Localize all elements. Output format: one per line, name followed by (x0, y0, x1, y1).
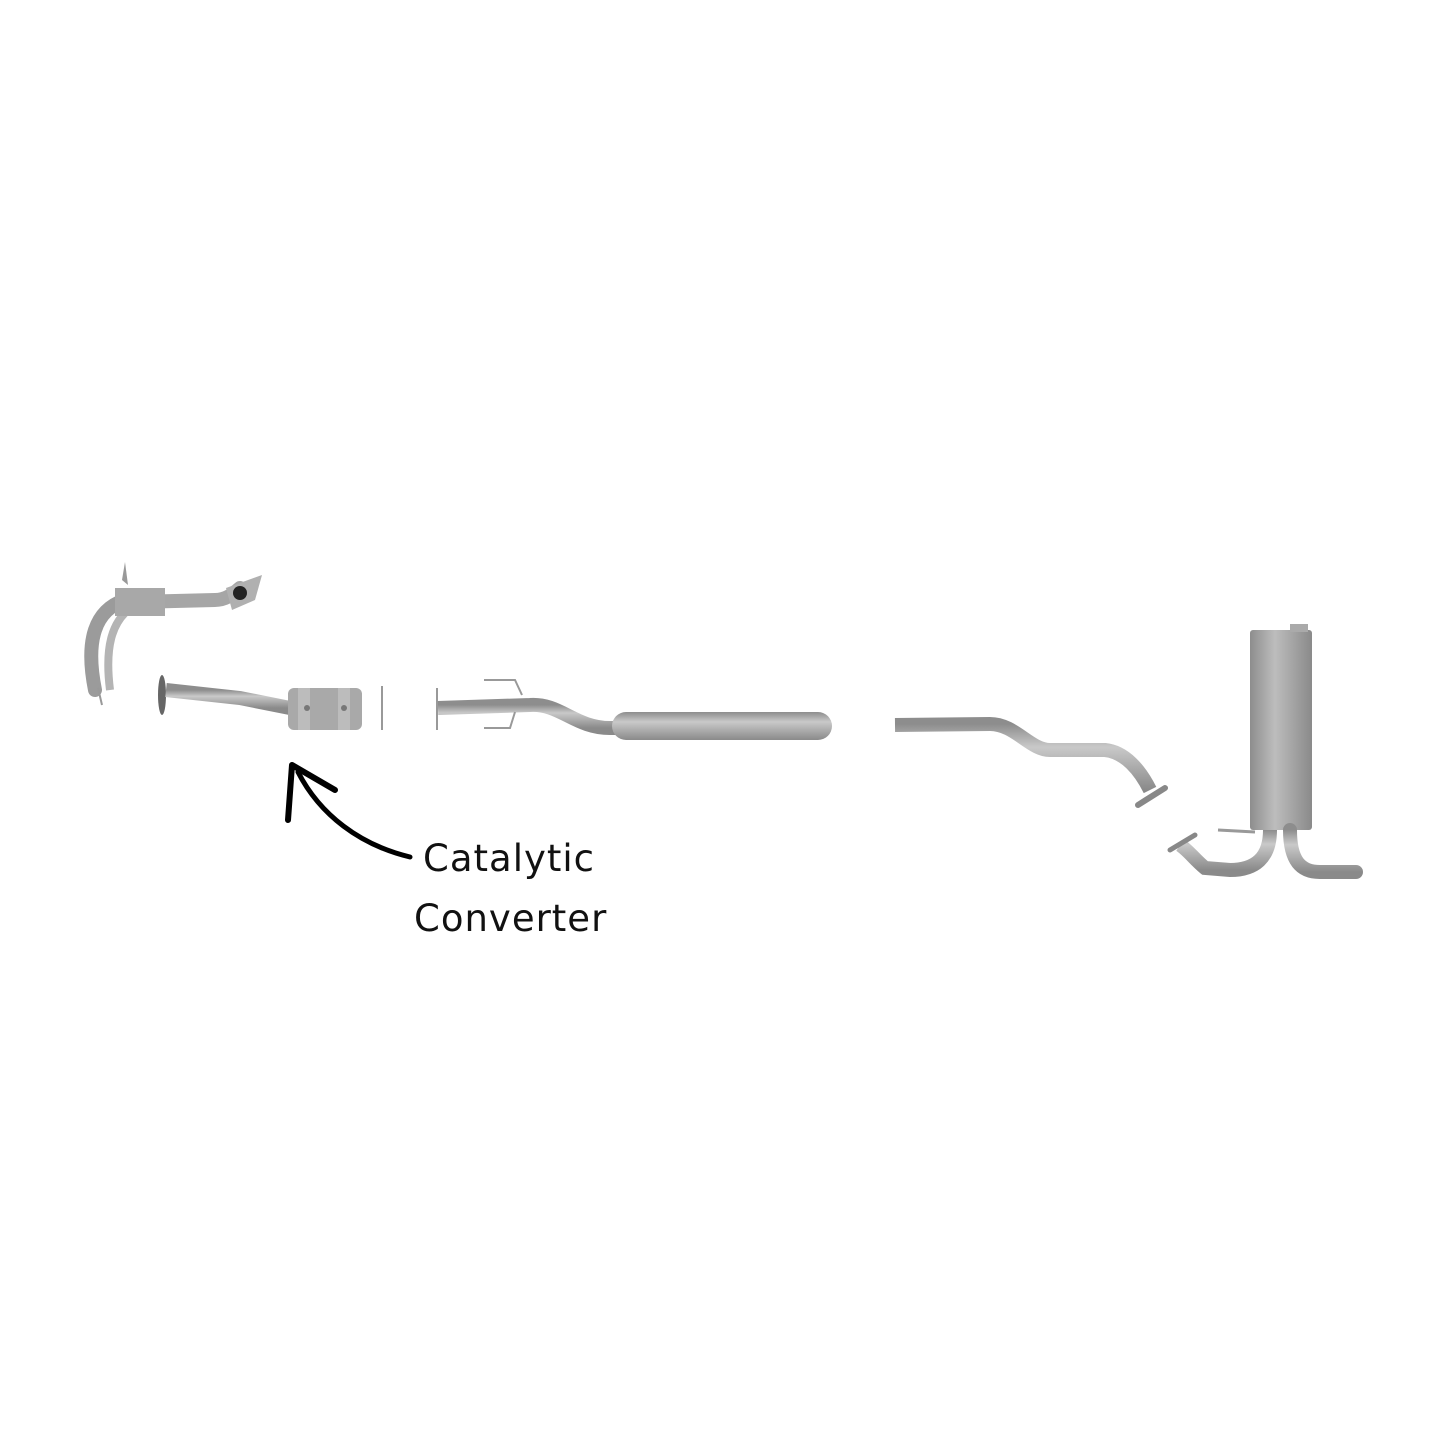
rear-muffler (1167, 624, 1363, 879)
front-pipe (158, 675, 390, 730)
catalytic-converter (288, 688, 362, 730)
center-muffler (612, 712, 832, 740)
rear-pipe (894, 716, 1168, 808)
annotation-arrow (285, 762, 413, 860)
exhaust-manifold (84, 562, 262, 706)
annotation-label-line2: Converter (414, 897, 608, 940)
annotation-label-line1: Catalytic (423, 837, 595, 880)
